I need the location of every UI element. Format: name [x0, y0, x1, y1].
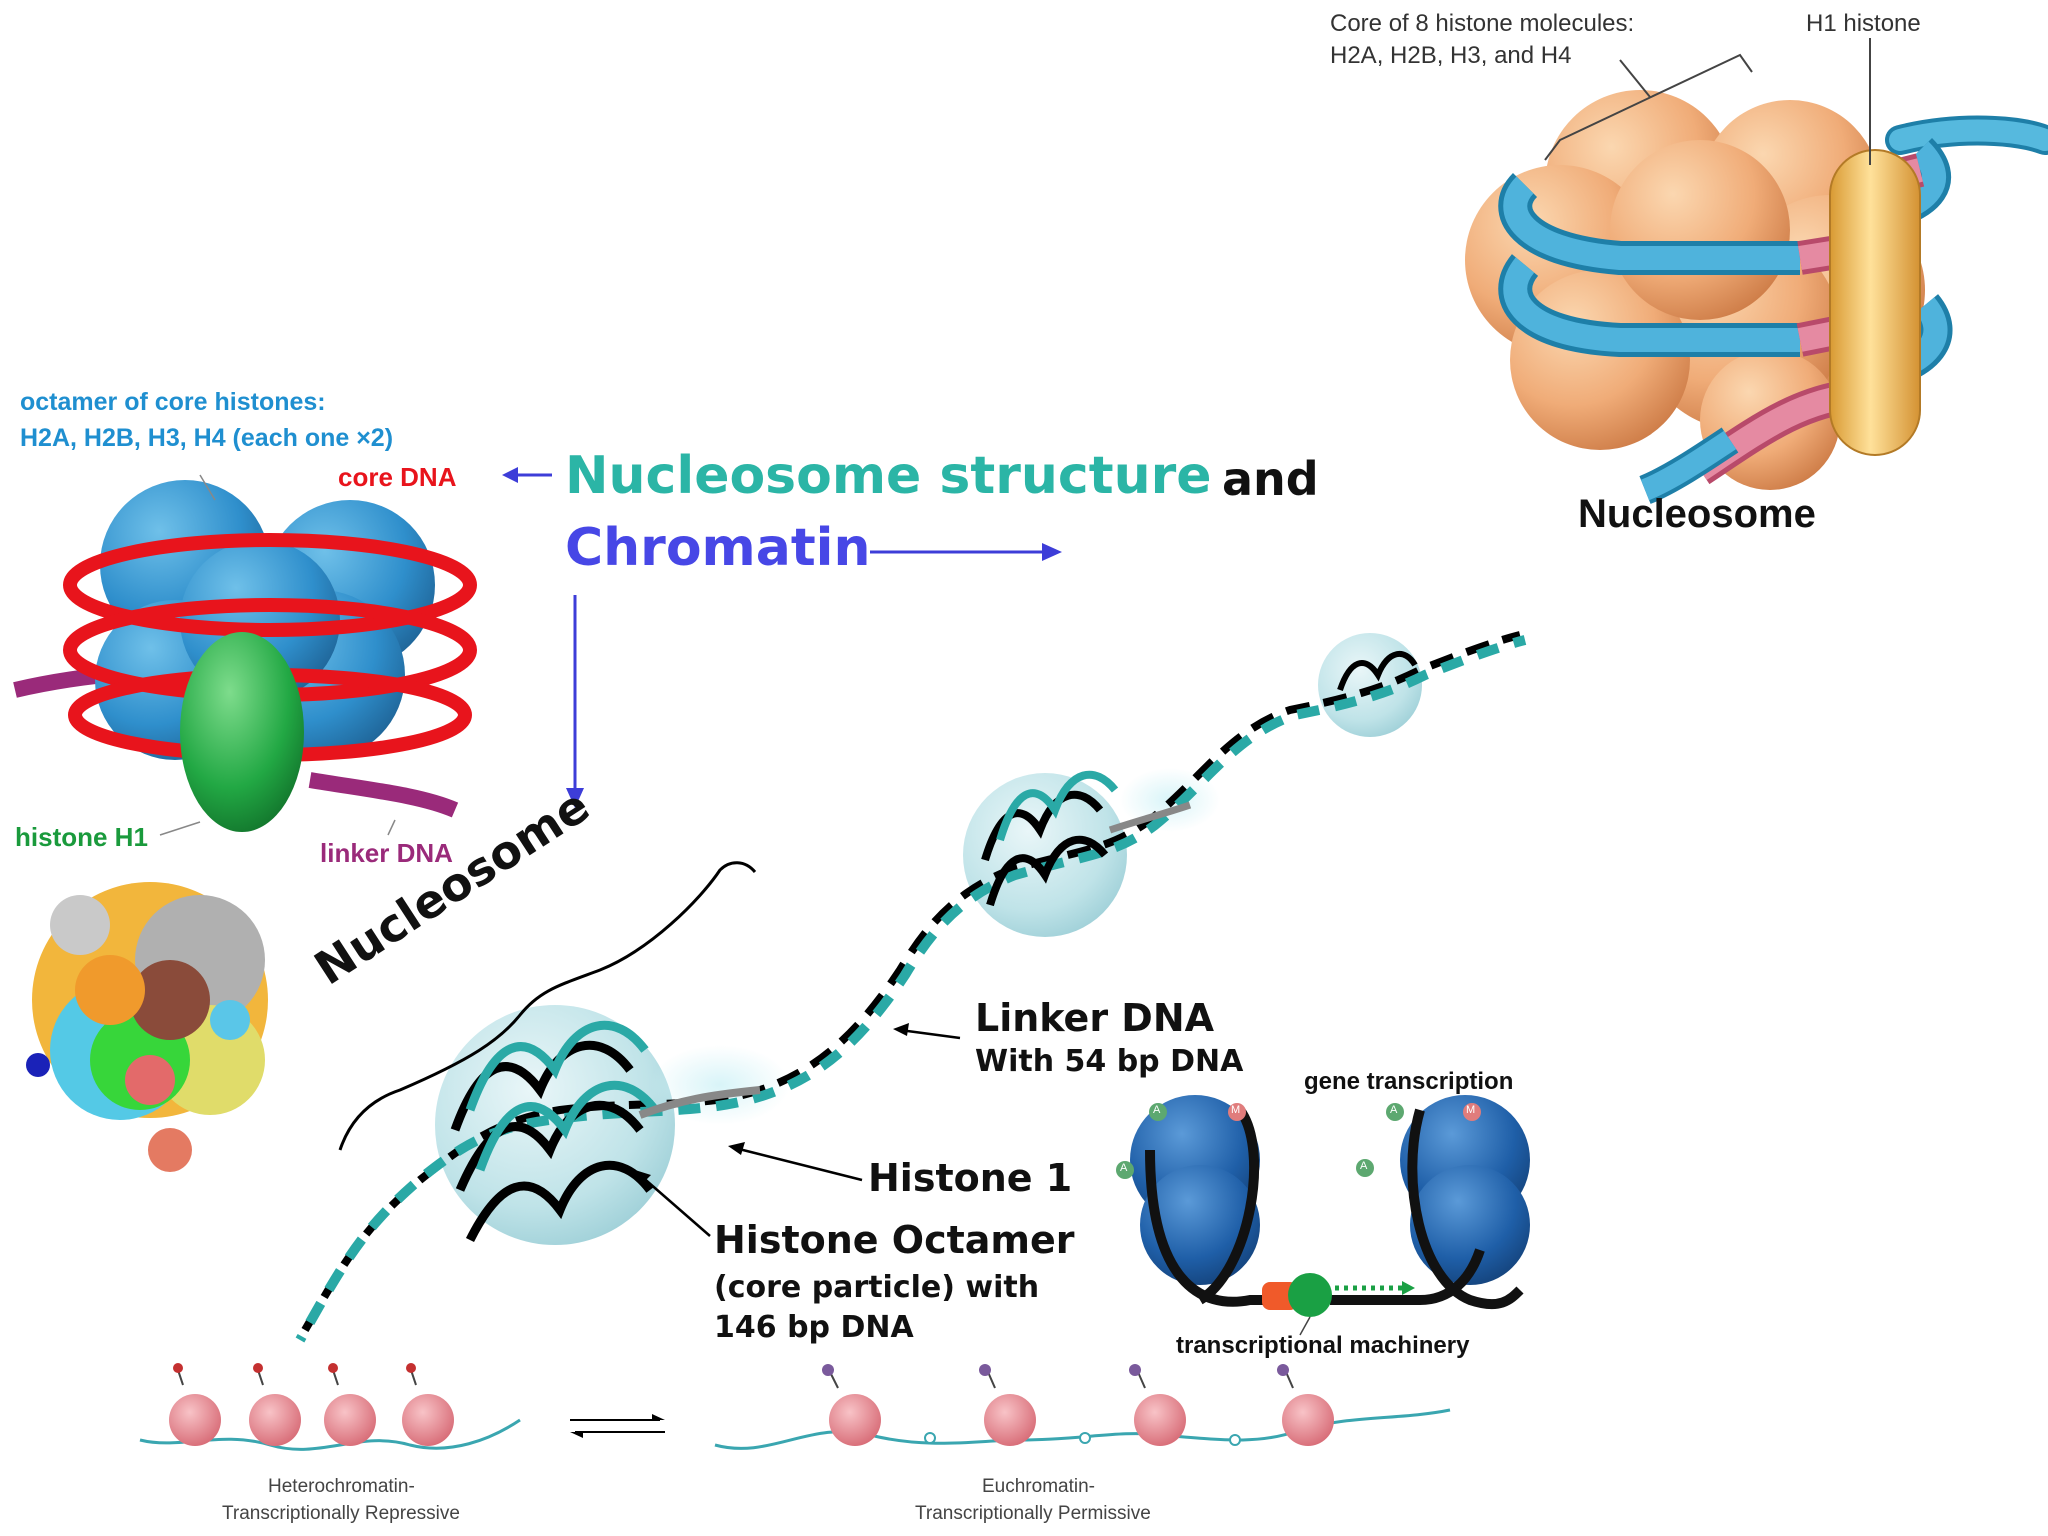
octamer-label-line2: H2A, H2B, H3, H4 (each one ×2) [20, 424, 394, 452]
mark-m-1: M [1231, 1104, 1241, 1116]
heterochromatin-label-line2: Transcriptionally Repressive [222, 1503, 460, 1524]
mark-a-2: A [1120, 1162, 1128, 1174]
title-nucleosome-structure: Nucleosome structure [565, 446, 1212, 506]
histone-1-label: Histone 1 [868, 1156, 1073, 1200]
core-histone-label-line1: Core of 8 histone molecules: [1330, 10, 1635, 37]
mark-a-4: A [1360, 1160, 1368, 1172]
linker-dna-subtitle: With 54 bp DNA [975, 1044, 1244, 1079]
euchromatin-label-line1: Euchromatin- [982, 1476, 1095, 1497]
histone-h1-label: histone H1 [15, 822, 148, 852]
title-arrows [502, 467, 1062, 808]
euchromatin-label-line2: Transcriptionally Permissive [915, 1503, 1151, 1524]
heterochromatin-label-line1: Heterochromatin- [268, 1476, 415, 1497]
heterochromatin-illustration [139, 1363, 521, 1451]
mark-a-1: A [1153, 1104, 1161, 1116]
nucleosome-caption-top-right: Nucleosome [1578, 492, 1816, 536]
histone-octamer-sub-line2: 146 bp DNA [714, 1310, 914, 1345]
h1-histone-label: H1 histone [1806, 10, 1921, 37]
histone-octamer-sub-line1: (core particle) with [714, 1270, 1040, 1305]
mark-a-3: A [1390, 1104, 1398, 1116]
gene-transcription-label: gene transcription [1304, 1068, 1514, 1095]
top-right-nucleosome-illustration [1465, 38, 2048, 504]
chromatin-strand-illustration [295, 631, 1527, 1343]
protein-structure-illustration [26, 882, 268, 1172]
linker-dna-title: Linker DNA [975, 996, 1215, 1040]
transcription-illustration [1116, 1095, 1530, 1336]
equilibrium-arrows [570, 1414, 665, 1438]
left-nucleosome-illustration [13, 474, 477, 836]
histone-octamer-title: Histone Octamer [714, 1218, 1075, 1262]
core-histone-label-line2: H2A, H2B, H3, and H4 [1330, 42, 1572, 69]
title-and: and [1222, 452, 1319, 506]
core-dna-label: core DNA [338, 462, 457, 492]
mark-m-2: M [1466, 1104, 1476, 1116]
transcriptional-machinery-label: transcriptional machinery [1176, 1332, 1470, 1359]
octamer-label-line1: octamer of core histones: [20, 388, 326, 416]
euchromatin-illustration [714, 1364, 1451, 1450]
linker-dna-label: linker DNA [320, 838, 453, 868]
title-chromatin: Chromatin [565, 518, 871, 578]
